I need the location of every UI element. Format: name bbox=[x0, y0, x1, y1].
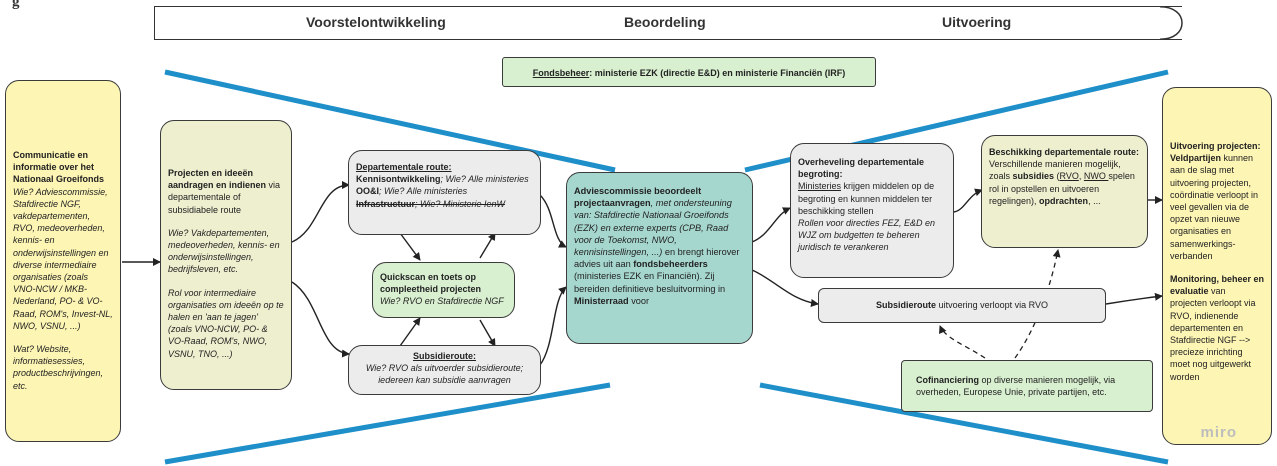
nwo-label: NWO bbox=[1083, 171, 1109, 182]
subsidies-label: subsidies bbox=[1012, 171, 1055, 182]
projecten-wie: Wie? Vakdepartementen, medeoverheden, ke… bbox=[168, 227, 280, 275]
departementale-route-title: Departementale route: bbox=[356, 162, 452, 172]
projecten-sub: via departementale of subsidiabele route bbox=[168, 180, 281, 215]
beschikking-text-3: , bbox=[1078, 171, 1084, 182]
beschikking-box: Beschikking departementale route: Versch… bbox=[981, 135, 1148, 248]
blue-line-bottom-right bbox=[759, 382, 1169, 465]
quickscan-wie: Wie? RVO en Stafdirectie NGF bbox=[380, 296, 504, 307]
beschikking-title: Beschikking departementale route: bbox=[989, 147, 1140, 157]
communicatie-wat: Wat? Website, informatiesessies, product… bbox=[13, 344, 104, 391]
subsidieroute-uitvoering-box: Subsidieroute uitvoering verloopt via RV… bbox=[818, 288, 1106, 323]
monitoring-text: van projecten verloopt via RVO, indienen… bbox=[1170, 286, 1256, 382]
arrow-projecten-subsidie bbox=[291, 281, 350, 358]
departementale-route-box: Departementale route: Kennisontwikkeling… bbox=[348, 150, 541, 235]
fondsbeheerders-label: fondsbeheerders bbox=[633, 259, 708, 270]
phase-banner-end bbox=[1160, 6, 1183, 40]
blue-line-top-left bbox=[164, 69, 616, 173]
rvo-label: RVO bbox=[1059, 171, 1079, 182]
infrastructuur-label: Infrastructuur bbox=[356, 198, 416, 209]
kennisontwikkeling-label: Kennisontwikkeling bbox=[356, 174, 441, 185]
arrow-projecten-departementaal bbox=[291, 181, 350, 243]
communicatie-box: Communicatie en informatie over het Nati… bbox=[5, 80, 121, 442]
adviescommissie-text-1: en brengt hierover advies uit aan bbox=[574, 247, 740, 270]
overheveling-text: krijgen middelen op de begroting en kunn… bbox=[798, 181, 935, 216]
beschikking-text-1: Verschillende manieren mogelijk, zoals bbox=[989, 159, 1121, 182]
arrow-overheveling-beschikking bbox=[953, 188, 983, 213]
projecten-title: Projecten en ideeën aandragen en indiene… bbox=[168, 168, 267, 191]
subsidieroute-uitvoering-text: uitvoering verloopt via RVO bbox=[936, 300, 1048, 310]
quickscan-box: Quickscan en toets op compleetheid proje… bbox=[372, 262, 515, 318]
monitoring-title: Monitoring, beheer en evaluatie bbox=[1170, 274, 1265, 297]
fondsbeheer-text: : ministerie EZK (directie E&D) en minis… bbox=[589, 68, 846, 78]
ministeries-label: Ministeries bbox=[798, 181, 842, 192]
phase-uitvoering: Uitvoering bbox=[942, 14, 1012, 30]
arrow-departementaal-advies bbox=[539, 194, 567, 248]
dashed-cofin-subsidieroute bbox=[939, 325, 986, 359]
projecten-rol: Rol voor intermediaire organisaties om i… bbox=[168, 287, 284, 359]
arrow-advies-subsidieroute bbox=[751, 269, 819, 307]
beschikking-text-4: spelen rol in opstellen en uitvoeren reg… bbox=[989, 171, 1135, 206]
overheveling-box: Overheveling departementale begroting: M… bbox=[790, 143, 954, 278]
ministerraad-label: Ministerraad bbox=[574, 295, 629, 306]
adviescommissie-text-3: voor bbox=[628, 295, 650, 306]
blue-line-bottom-left bbox=[164, 382, 611, 465]
projecten-box: Projecten en ideeën aandragen en indiene… bbox=[160, 120, 292, 390]
cofinanciering-box: Cofinanciering op diverse manieren mogel… bbox=[901, 360, 1153, 412]
beschikking-text-2: ( bbox=[1054, 171, 1060, 182]
adviescommissie-text-2: (ministeries EZK en Financiën). Zij bere… bbox=[574, 271, 726, 294]
phase-beoordeling: Beoordeling bbox=[624, 14, 706, 30]
subsidieroute-wie: Wie? RVO als uitvoerder subsidieroute; i… bbox=[365, 363, 524, 386]
overheveling-rollen: Rollen voor directies FEZ, E&D en WJZ om… bbox=[798, 218, 936, 253]
subsidieroute-uitvoering-label: Subsidieroute bbox=[876, 300, 937, 310]
arrow-departementaal-quickscan bbox=[399, 232, 421, 261]
miro-watermark: miro bbox=[1200, 424, 1237, 441]
uitvoering-title: Uitvoering projecten: Veldpartijen bbox=[1170, 141, 1261, 164]
phase-voorstelontwikkeling: Voorstelontwikkeling bbox=[306, 14, 446, 30]
communicatie-title: Communicatie en informatie over het Nati… bbox=[13, 150, 105, 185]
fondsbeheer-label: Fondsbeheer bbox=[532, 68, 590, 78]
adviescommissie-ondersteuning: , met ondersteuning van: Stafdirectie Na… bbox=[574, 198, 732, 258]
ooi-wie: ; Wie? Alle ministeries bbox=[379, 186, 468, 197]
subsidieroute-title: Subsidieroute: bbox=[412, 351, 476, 361]
kennisontwikkeling-wie: ; Wie? Alle ministeries bbox=[440, 174, 529, 185]
ooi-label: OO&I bbox=[356, 186, 380, 197]
communicatie-wie: Wie? Adviescommissie, Stafdirectie NGF, … bbox=[13, 186, 113, 331]
arrow-quickscan-departementaal bbox=[479, 232, 496, 259]
arrow-subsidieroute-uitvoering bbox=[1105, 292, 1163, 305]
arrow-subsidie-quickscan bbox=[399, 317, 421, 347]
uitvoering-text: kunnen aan de slag met uitvoering projec… bbox=[1170, 153, 1259, 261]
quickscan-title: Quickscan en toets op compleetheid proje… bbox=[380, 272, 482, 295]
arrow-advies-overheveling bbox=[751, 207, 791, 243]
subsidieroute-box: Subsidieroute: Wie? RVO als uitvoerder s… bbox=[348, 345, 541, 395]
fondsbeheer-box: Fondsbeheer: ministerie EZK (directie E&… bbox=[502, 57, 876, 87]
cropped-header-text: g bbox=[12, 0, 20, 10]
cofinanciering-text: op diverse manieren mogelijk, via overhe… bbox=[916, 375, 1116, 398]
phase-banner bbox=[154, 6, 1182, 40]
opdrachten-label: opdrachten bbox=[1039, 195, 1089, 206]
adviescommissie-title: Adviescommissie beoordeelt projectaanvra… bbox=[574, 186, 702, 209]
beschikking-text-5: , ... bbox=[1088, 195, 1101, 206]
uitvoering-box: Uitvoering projecten: Veldpartijen kunne… bbox=[1162, 87, 1272, 445]
arrow-subsidie-advies bbox=[539, 286, 567, 366]
arrow-quickscan-subsidie bbox=[479, 319, 496, 347]
cofinanciering-label: Cofinanciering bbox=[916, 375, 980, 385]
overheveling-title: Overheveling departementale begroting: bbox=[798, 157, 925, 180]
adviescommissie-box: Adviescommissie beoordeelt projectaanvra… bbox=[566, 172, 753, 344]
infrastructuur-wie: ; Wie? Ministerie IenW bbox=[415, 198, 505, 209]
